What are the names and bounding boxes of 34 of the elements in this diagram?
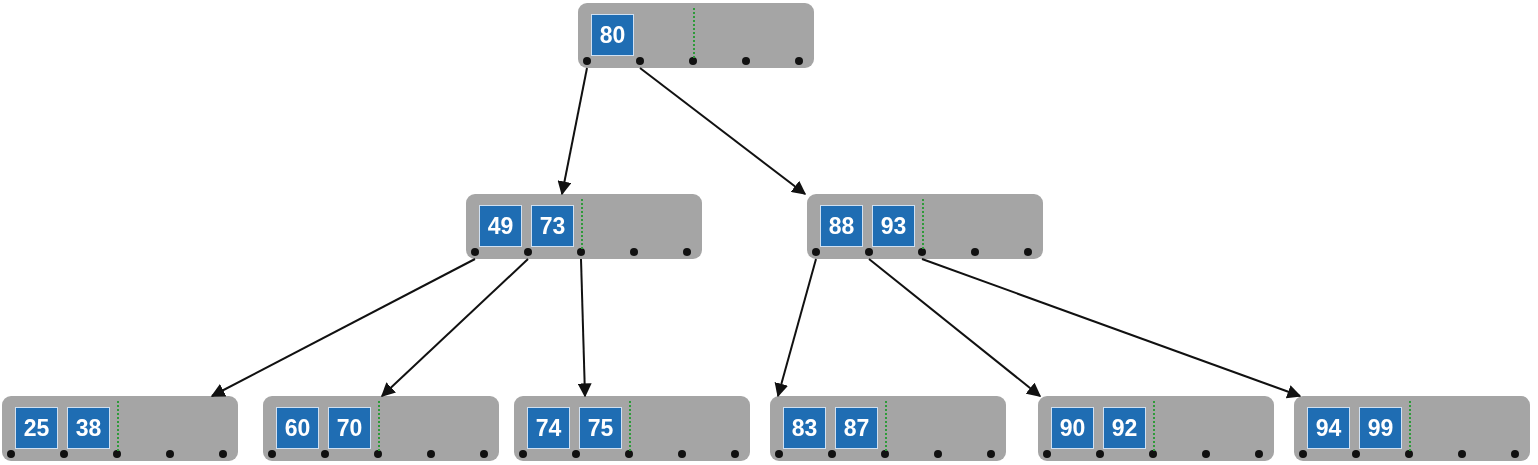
key-box: 38 [67,407,110,449]
key-box: 94 [1307,407,1350,449]
tree-node [1038,396,1274,461]
arrow [557,67,588,196]
arrow [577,258,592,398]
key-box: 90 [1051,407,1094,449]
key-box: 74 [527,407,570,449]
key-box: 93 [872,205,915,247]
key-box: 60 [276,407,319,449]
tree-node [466,194,702,259]
key-box: 73 [531,205,574,247]
key-box: 92 [1103,407,1146,449]
arrow [868,258,1042,397]
arrow [921,258,1302,399]
tree-node [2,396,238,461]
arrow [639,67,807,195]
key-box: 87 [835,407,878,449]
key-box: 80 [591,14,634,56]
arrow [381,258,529,397]
key-box: 75 [579,407,622,449]
arrow [210,258,476,397]
arrow [774,258,817,398]
tree-node [770,396,1006,461]
key-box: 88 [820,205,863,247]
key-box: 49 [479,205,522,247]
tree-node [263,396,499,461]
key-box: 99 [1359,407,1402,449]
key-box: 83 [783,407,826,449]
tree-node [1294,396,1530,461]
tree-node [514,396,750,461]
key-box: 70 [328,407,371,449]
tree-node [578,3,814,68]
tree-node [807,194,1043,259]
key-box: 25 [15,407,58,449]
